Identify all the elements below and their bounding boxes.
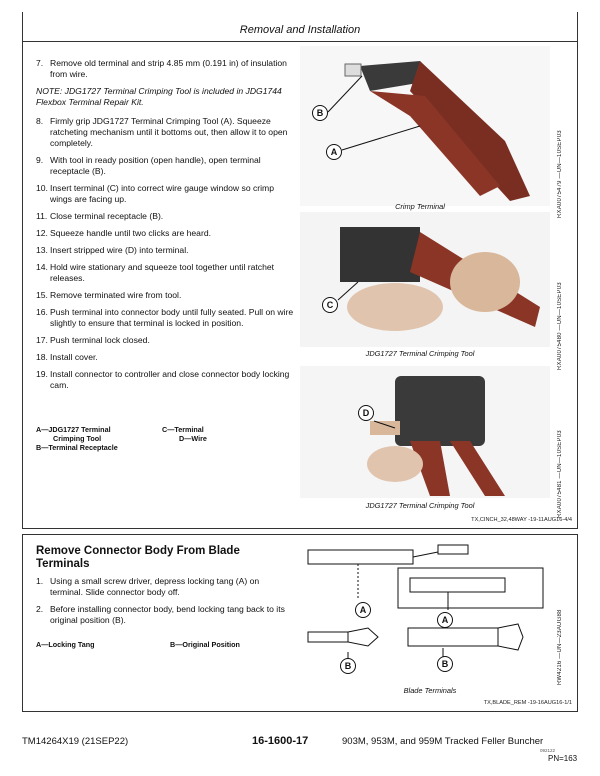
remove-steps-list: 1. Using a small screw driver, depress lo… (36, 576, 286, 632)
step-item: 7. Remove old terminal and strip 4.85 mm … (36, 58, 298, 80)
legend-a-cont: Crimping Tool (53, 434, 102, 443)
legend-c: C—Terminal (162, 425, 204, 434)
step-text: With tool in ready position (open handle… (50, 155, 261, 176)
crimp-terminal-photo (300, 46, 550, 206)
step-number: 12. (36, 228, 48, 238)
step-number: 16. (36, 307, 48, 317)
figure-code: RW4216 —UN—23AUG88 (557, 609, 563, 685)
callout-leaders-1 (327, 75, 421, 151)
step-text: Install cover. (50, 352, 98, 362)
step-item: 19.Install connector to controller and c… (36, 369, 298, 391)
step-item: 2. Before installing connector body, bend… (36, 604, 286, 626)
crimp-steps-list: 7. Remove old terminal and strip 4.85 mm … (36, 58, 298, 397)
callout-a: A (326, 144, 342, 160)
section-title: Remove Connector Body From Blade Termina… (36, 545, 240, 570)
blade-terminals-drawing (307, 544, 544, 662)
callout-b: B (340, 658, 356, 674)
figure-code: RXA0075480 —UN—10SEP03 (557, 282, 563, 370)
step-text: Push terminal lock closed. (50, 335, 150, 345)
step-number: 18. (36, 352, 48, 362)
footer-machine-title: 903M, 953M, and 959M Tracked Feller Bunc… (342, 736, 544, 747)
terminal-crimping-tool-photo-2 (300, 366, 550, 498)
callout-b: B (437, 656, 453, 672)
legend-a: A—Locking Tang (36, 640, 95, 649)
step-item: 1. Using a small screw driver, depress lo… (36, 576, 286, 598)
step-text: Using a small screw driver, depress lock… (50, 576, 260, 597)
figure-caption: Crimp Terminal (395, 202, 445, 211)
figure-caption: JDG1727 Terminal Crimping Tool (365, 501, 475, 510)
step-number: 13. (36, 245, 48, 255)
step-item: 18.Install cover. (36, 352, 298, 363)
step-text: Hold wire stationary and squeeze tool to… (50, 262, 275, 283)
callout-leaders-2 (337, 281, 359, 301)
footer-pn: PN=163 (548, 754, 578, 763)
step-number: 8. (36, 116, 44, 126)
step-text: Remove terminated wire from tool. (50, 290, 182, 300)
note-text: NOTE: JDG1727 Terminal Crimping Tool is … (36, 86, 282, 107)
step-text: Squeeze handle until two clicks are hear… (50, 228, 211, 238)
figure-caption: Blade Terminals (403, 686, 457, 695)
header-rule-right (577, 12, 578, 42)
terminal-crimping-tool-photo-1 (300, 212, 550, 347)
step-text: Insert stripped wire (D) into terminal. (50, 245, 189, 255)
callout-leaders-3 (373, 420, 396, 429)
figure-code: RXA0075481 —UN—10SEP03 (557, 430, 563, 518)
step-item: 10.Insert terminal (C) into correct wire… (36, 183, 298, 205)
legend-d: D—Wire (179, 434, 207, 443)
legend-b: B—Original Position (170, 640, 240, 649)
step-number: 9. (36, 155, 44, 165)
step-number: 14. (36, 262, 48, 272)
step-text: Push terminal into connector body until … (50, 307, 294, 328)
step-text: Before installing connector body, bend l… (50, 604, 285, 625)
callout-b: B (312, 105, 328, 121)
blade-legend: A—Locking Tang B—Original Position (36, 640, 296, 649)
header-divider (22, 41, 578, 42)
step-item: 16.Push terminal into connector body unt… (36, 307, 298, 329)
section-remove-connector-body (22, 534, 578, 712)
step-item: 8. Firmly grip JDG1727 Terminal Crimping … (36, 116, 298, 149)
page-header-title: Removal and Installation (239, 24, 361, 36)
footer-date-code: 092122 (540, 748, 556, 753)
step-number: 2. (36, 604, 44, 614)
callout-a: A (355, 602, 371, 618)
callout-a: A (437, 612, 453, 628)
reference-code: TX,CINCH_32,48WAY -19-11AUG16-4/4 (471, 517, 572, 523)
step-text: Remove old terminal and strip 4.85 mm (0… (50, 58, 287, 79)
step-number: 15. (36, 290, 48, 300)
callout-c: C (322, 297, 338, 313)
step-item: 9. With tool in ready position (open hand… (36, 155, 298, 177)
step-item: 11.Close terminal receptacle (B). (36, 211, 298, 222)
callout-d: D (358, 405, 374, 421)
step-text: Install connector to controller and clos… (50, 369, 290, 390)
step-number: 19. (36, 369, 48, 379)
reference-code: TX,BLADE_REM -19-16AUG16-1/1 (483, 700, 572, 706)
crimp-legend: A—JDG1727 Terminal C—Terminal Crimping To… (36, 425, 296, 452)
figure-caption: JDG1727 Terminal Crimping Tool (365, 349, 475, 358)
step-item: 13.Insert stripped wire (D) into termina… (36, 245, 298, 256)
step-text: Insert terminal (C) into correct wire ga… (50, 183, 274, 204)
step-text: Close terminal receptacle (B). (50, 211, 164, 221)
step-item: 12.Squeeze handle until two clicks are h… (36, 228, 298, 239)
header-rule-left (22, 12, 23, 42)
step-number: 17. (36, 335, 48, 345)
legend-a: A—JDG1727 Terminal (36, 425, 111, 434)
step-number: 11. (36, 211, 48, 221)
step-item: 15.Remove terminated wire from tool. (36, 290, 298, 301)
footer-page-number: 16-1600-17 (252, 735, 309, 747)
section-crimp-terminal (22, 41, 578, 529)
step-number: 1. (36, 576, 44, 586)
step-number: 10. (36, 183, 48, 193)
step-number: 7. (36, 58, 44, 68)
footer-doc-id: TM14264X19 (21SEP22) (22, 736, 129, 747)
figure-code: RXA0075479 —UN—10SEP03 (557, 130, 563, 218)
step-item: 14.Hold wire stationary and squeeze tool… (36, 262, 298, 284)
step-text: Firmly grip JDG1727 Terminal Crimping To… (50, 116, 288, 148)
step-item: 17.Push terminal lock closed. (36, 335, 298, 346)
legend-b: B—Terminal Receptacle (36, 443, 118, 452)
